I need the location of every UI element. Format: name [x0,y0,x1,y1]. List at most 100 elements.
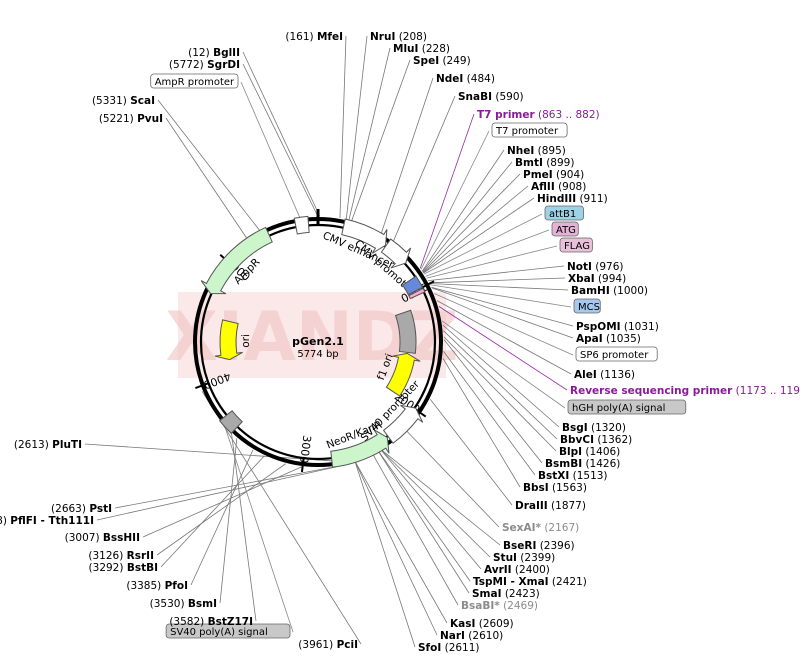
site-bsgi[interactable]: BsgI (1320) [562,422,626,434]
site-bsmi[interactable]: (3530) BsmI [150,598,217,610]
site-smai[interactable]: SmaI (2423) [472,588,540,600]
site-name-bsgi: BsgI (1320) [562,422,626,434]
site-flag[interactable]: FLAG [559,237,593,253]
site-scai[interactable]: (5331) ScaI [92,95,155,107]
feature-segment-9[interactable] [218,410,243,435]
site-box-t7-promoter [491,122,568,138]
site-bmti[interactable]: BmtI (899) [515,157,574,169]
site-name-reverse-sequencing-primer: Reverse sequencing primer (1173 .. 1192) [570,385,800,397]
feature-segment-11[interactable] [408,287,426,300]
site-sp6-promoter[interactable]: SP6 promoter [575,346,658,362]
leader-nhei [421,149,505,272]
feature-segment-10[interactable] [401,275,424,296]
site-pluti[interactable]: (2613) PluTI [14,439,82,451]
site-pflfi-tth111i[interactable]: (2728) PflFI - Tth111I [0,515,94,527]
site-attb1[interactable]: attB1 [544,205,584,221]
leader-sv40-poly-a-signal [224,426,294,633]
site-bglii[interactable]: (12) BglII [188,47,240,59]
site-name-bamhi: BamHI (1000) [571,285,648,297]
leader-blpi [443,336,557,452]
site-bsabi[interactable]: BsaBI* (2469) [461,600,538,612]
site-t7-promoter[interactable]: T7 promoter [491,122,568,138]
feature-cmv-promoter[interactable] [380,238,412,269]
site-name-sexai: SexAI* (2167) [502,522,579,534]
site-name-blpi: BlpI (1406) [559,446,620,458]
site-box-attb1 [544,205,584,221]
site-bstbi[interactable]: (3292) BstBI [89,562,158,574]
site-kasi[interactable]: KasI (2609) [450,618,514,630]
site-mlui[interactable]: MluI (228) [393,43,450,55]
site-sexai[interactable]: SexAI* (2167) [502,522,579,534]
site-pcii[interactable]: (3961) PciI [298,639,358,651]
site-pvui[interactable]: (5221) PvuI [99,113,163,125]
leader-sfoi [354,462,416,648]
leader-pflfi-tth111i [96,465,340,521]
site-blpi[interactable]: BlpI (1406) [559,446,620,458]
site-name-smai: SmaI (2423) [472,588,540,600]
site-bstxi[interactable]: BstXI (1513) [538,470,608,482]
site-snabi[interactable]: SnaBI (590) [458,91,524,103]
site-bsshii[interactable]: (3007) BssHII [65,532,140,544]
site-name-bbvci: BbvCI (1362) [560,434,632,446]
site-reverse-sequencing-primer[interactable]: Reverse sequencing primer (1173 .. 1192) [570,385,800,397]
site-sfoi[interactable]: SfoI (2611) [418,642,480,654]
site-hindiii[interactable]: HindIII (911) [537,193,608,205]
site-t7-primer[interactable]: T7 primer (863 .. 882) [477,109,600,121]
feature-neor-kanr[interactable] [330,429,390,468]
site-leader-lines [84,35,574,648]
site-ndei[interactable]: NdeI (484) [436,73,495,85]
site-name-snabi: SnaBI (590) [458,91,524,103]
site-name-hgh-poly-a-signal: hGH poly(A) signal [572,403,665,414]
leader-atg [425,229,550,277]
site-rsrii[interactable]: (3126) RsrII [88,550,154,562]
leader-rsrii [156,463,286,556]
site-aflii[interactable]: AflII (908) [531,181,586,193]
feature-cmv-enhancer[interactable] [341,218,388,254]
site-pspomi[interactable]: PspOMI (1031) [576,321,659,333]
site-xbai[interactable]: XbaI (994) [568,273,626,285]
site-name-pluti: (2613) PluTI [14,439,82,451]
feature-segment-8[interactable] [394,309,417,354]
feature-ampr[interactable] [200,226,273,295]
site-bamhi[interactable]: BamHI (1000) [571,285,648,297]
site-psti[interactable]: (2663) PstI [51,503,112,515]
site-name-t7-promoter: T7 promoter [495,126,559,137]
site-ampr-promoter[interactable]: AmpR promoter [150,73,239,89]
site-stui[interactable]: StuI (2399) [493,552,555,564]
site-name-bglii: (12) BglII [188,47,240,59]
site-bbvci[interactable]: BbvCI (1362) [560,434,632,446]
site-mcs[interactable]: MCS [573,298,601,314]
feature-sv40-promoter[interactable] [382,404,424,444]
site-bseri[interactable]: BseRI (2396) [503,540,575,552]
site-alei[interactable]: AleI (1136) [574,369,635,381]
site-nrui[interactable]: NruI (208) [370,31,427,43]
tick-mark-4000 [195,382,209,390]
site-sgrdi[interactable]: (5772) SgrDI [169,59,240,71]
feature-segment-7[interactable] [293,215,310,235]
site-mfei[interactable]: (161) MfeI [285,31,343,43]
site-pfoi[interactable]: (3385) PfoI [126,580,188,592]
site-bsmbi[interactable]: BsmBI (1426) [545,458,620,470]
leader-ndei [380,77,434,234]
leader-hindiii [423,197,535,274]
site-tspmi-xmai[interactable]: TspMI - XmaI (2421) [473,576,587,588]
site-draiii[interactable]: DraIII (1877) [515,500,586,512]
site-name-nrui: NruI (208) [370,31,427,43]
site-sv40-poly-a-signal[interactable]: SV40 poly(A) signal [165,623,291,639]
site-hgh-poly-a-signal[interactable]: hGH poly(A) signal [567,399,687,415]
site-spei[interactable]: SpeI (249) [413,55,471,67]
site-noti[interactable]: NotI (976) [567,261,624,273]
site-atg[interactable]: ATG [551,221,579,237]
leader-tspmi-xmai [378,451,471,582]
site-avrii[interactable]: AvrII (2400) [484,564,550,576]
feature-f1-ori[interactable] [385,352,421,397]
site-nhei[interactable]: NheI (895) [507,145,566,157]
leader-bglii [242,51,321,217]
site-apai[interactable]: ApaI (1035) [576,333,641,345]
leader-apai [431,287,574,339]
site-pmei[interactable]: PmeI (904) [523,169,584,181]
site-nari[interactable]: NarI (2610) [440,630,503,642]
site-bbsi[interactable]: BbsI (1563) [523,482,587,494]
site-bstz17i[interactable]: (3582) BstZ17I [169,616,253,628]
feature-ori[interactable] [214,319,243,361]
